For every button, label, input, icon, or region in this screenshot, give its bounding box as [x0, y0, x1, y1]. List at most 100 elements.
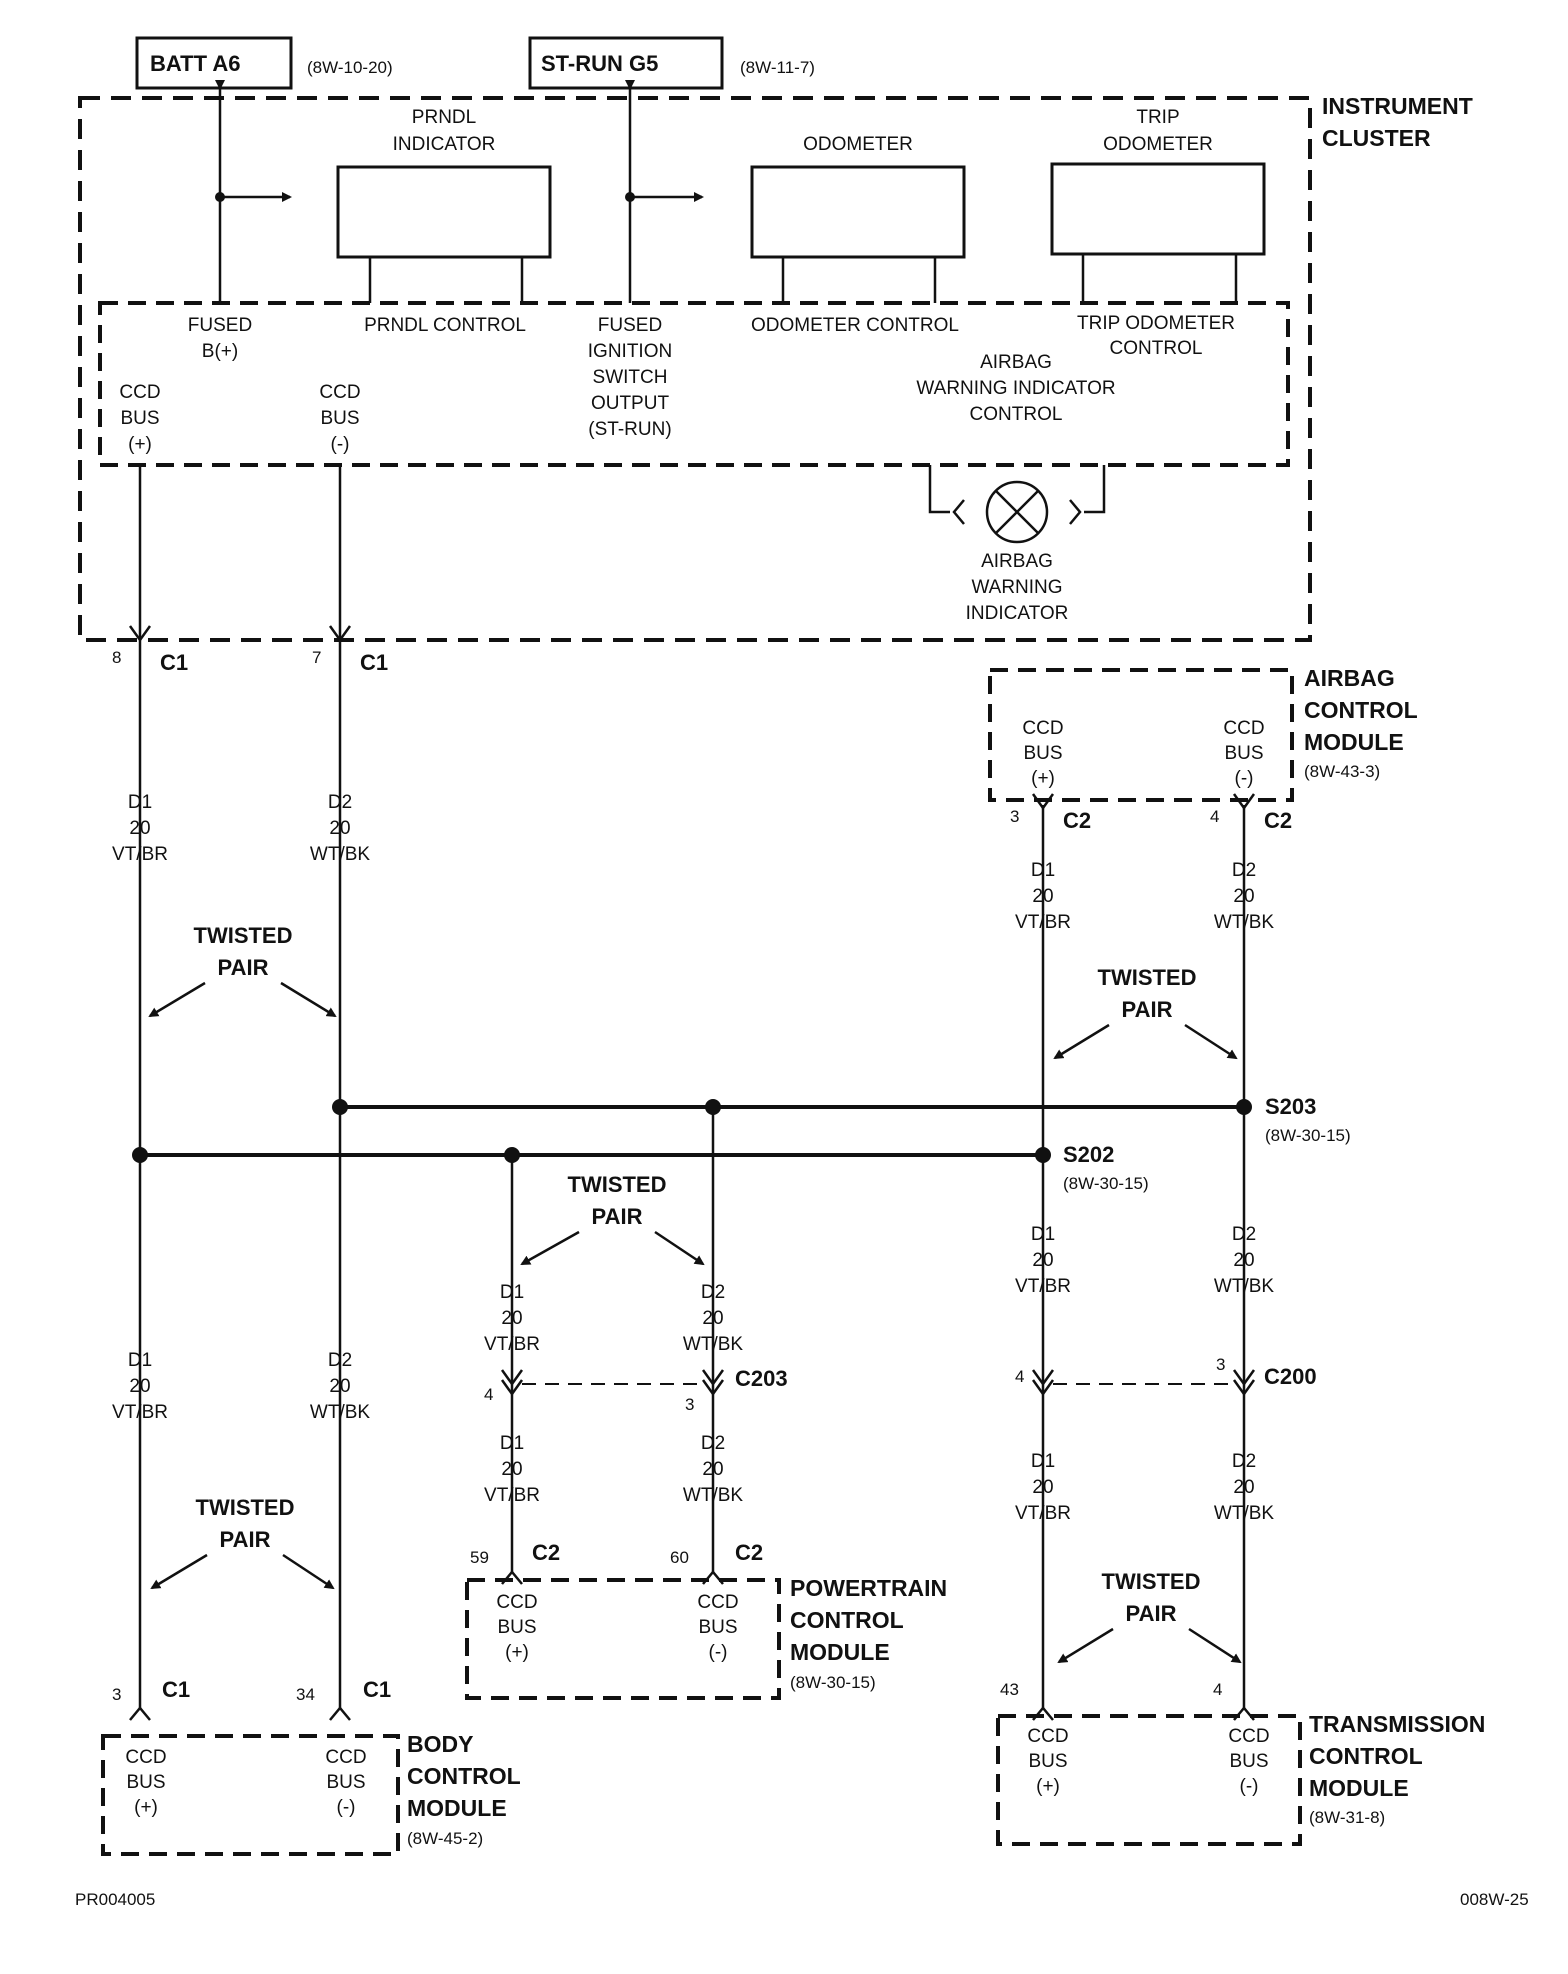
wire-code-label: D1 [1031, 860, 1055, 881]
powertrain-control-module: CCD BUS (+) CCD BUS (-) POWERTRAIN CONTR… [465, 1575, 947, 1700]
twisted-pair-label: TWISTED [1102, 1569, 1201, 1594]
bcm-title-2: CONTROL [407, 1763, 521, 1789]
pcm-ccd-pos-3: (+) [505, 1642, 529, 1663]
wire-code-label: WT/BK [1214, 1503, 1274, 1524]
tcm-title-3: MODULE [1309, 1775, 1409, 1801]
pcm-title-3: MODULE [790, 1639, 890, 1665]
wire-code-label: D2 [328, 1350, 352, 1371]
tcm-ref: (8W-31-8) [1309, 1808, 1385, 1827]
pcm-ccd-neg-3: (-) [709, 1642, 728, 1663]
batt-source: BATT A6 (8W-10-20) [135, 36, 393, 90]
acm-c2-right-name: C2 [1264, 808, 1292, 833]
prndl-indicator-box [336, 165, 552, 259]
s203-label: S203 [1265, 1094, 1316, 1119]
trip-label-1: TRIP [1136, 107, 1179, 128]
acm-c2-left-pin: 3 [1010, 807, 1019, 826]
bcm-title-3: MODULE [407, 1795, 507, 1821]
wire-code-label: VT/BR [484, 1334, 540, 1355]
acm-title-3: MODULE [1304, 729, 1404, 755]
footer-right-code: 008W-25 [1460, 1890, 1529, 1909]
fused-ign-4: OUTPUT [591, 393, 670, 414]
airbag-ind-3: INDICATOR [966, 603, 1069, 624]
bcm-title-1: BODY [407, 1731, 473, 1757]
wire-code-label: 20 [1032, 886, 1053, 907]
pin-connector-icon [329, 1706, 351, 1721]
batt-ref: (8W-10-20) [307, 58, 393, 77]
s202-ref: (8W-30-15) [1063, 1174, 1149, 1193]
strun-source: ST-RUN G5 (8W-11-7) [528, 36, 815, 90]
fused-ign-1: FUSED [598, 315, 662, 336]
wire-code-label: D1 [1031, 1451, 1055, 1472]
twisted-pair-label: TWISTED [568, 1172, 667, 1197]
transmission-control-module: CCD BUS (+) CCD BUS (-) TRANSMISSION CON… [996, 1711, 1485, 1846]
odometer-box [750, 165, 966, 259]
wire-code-label: D1 [500, 1433, 524, 1454]
strun-branch-dot [625, 192, 635, 202]
wire-code-label: 20 [129, 818, 150, 839]
wire-code-label: VT/BR [112, 844, 168, 865]
pcm-c2-right-pin: 60 [670, 1548, 689, 1567]
acm-ccd-neg-1: CCD [1223, 718, 1264, 739]
pcm-ccd-pos-1: CCD [496, 1592, 537, 1613]
twisted-pair-label: PAIR [592, 1204, 643, 1229]
wire-code-label: WT/BK [310, 1402, 370, 1423]
acm-c2-left-name: C2 [1063, 808, 1091, 833]
s203-splice-dot [1236, 1099, 1252, 1115]
wire-code-label: 20 [1032, 1477, 1053, 1498]
odometer-label: ODOMETER [803, 134, 913, 155]
wire-code-label: 20 [1233, 1250, 1254, 1271]
acm-ref: (8W-43-3) [1304, 762, 1380, 781]
instrument-cluster-title-2: CLUSTER [1322, 125, 1431, 151]
wire-code-label: D2 [328, 792, 352, 813]
fused-ign-3: SWITCH [593, 367, 668, 388]
bcm-c1-left-name: C1 [162, 1677, 190, 1702]
pcm-outline [465, 1578, 781, 1700]
trip-odometer-box [1050, 162, 1266, 256]
twisted-pair-label: PAIR [218, 955, 269, 980]
c1-left-name: C1 [160, 650, 188, 675]
bcm-c1-right-pin: 34 [296, 1685, 315, 1704]
twisted-pair-arrow-icon [1184, 1023, 1238, 1060]
wire-code-label: 20 [329, 818, 350, 839]
c203-name: C203 [735, 1366, 788, 1391]
c1-right-pin: 7 [312, 648, 321, 667]
bcm-ccd-neg-2: BUS [326, 1772, 365, 1793]
acm-title-2: CONTROL [1304, 697, 1418, 723]
tcm-title-1: TRANSMISSION [1309, 1711, 1485, 1737]
prndl-label-2: INDICATOR [393, 134, 496, 155]
wire-code-label: D2 [1232, 1451, 1256, 1472]
wire-code-label: VT/BR [1015, 912, 1071, 933]
fused-b-1: FUSED [188, 315, 252, 336]
s203-ref: (8W-30-15) [1265, 1126, 1351, 1145]
pcm-c2-left-name: C2 [532, 1540, 560, 1565]
tcm-right-pin: 4 [1213, 1680, 1222, 1699]
twisted-pair-label: TWISTED [1098, 965, 1197, 990]
acm-ccd-neg-2: BUS [1224, 743, 1263, 764]
pcm-title-2: CONTROL [790, 1607, 904, 1633]
pin-connector-icon [129, 1706, 151, 1721]
tcm-ccd-pos-3: (+) [1036, 1776, 1060, 1797]
wire-code-label: 20 [129, 1376, 150, 1397]
bcm-ccd-pos-3: (+) [134, 1797, 158, 1818]
connector-symbol-icon [128, 625, 152, 643]
wire-code-label: D1 [1031, 1224, 1055, 1245]
wire-code-label: WT/BK [1214, 1276, 1274, 1297]
wire-code-label: WT/BK [683, 1334, 743, 1355]
pcm-title-1: POWERTRAIN [790, 1575, 947, 1601]
tcm-title-2: CONTROL [1309, 1743, 1423, 1769]
wire-code-label: D2 [1232, 1224, 1256, 1245]
pcm-ccd-neg-1: CCD [697, 1592, 738, 1613]
airbag-control-module: CCD BUS (+) CCD BUS (-) AIRBAG CONTROL M… [988, 665, 1418, 802]
wire-code-label: VT/BR [1015, 1503, 1071, 1524]
c203-left-pin: 4 [484, 1385, 493, 1404]
inline-connector-icon [1031, 1369, 1055, 1397]
batt-label: BATT A6 [150, 51, 240, 76]
airbag-ind-1: AIRBAG [981, 551, 1053, 572]
prndl-label-1: PRNDL [412, 107, 476, 128]
wire-code-label: D2 [701, 1282, 725, 1303]
pcm-ccd-neg-2: BUS [698, 1617, 737, 1638]
ic-ccd-pos-2: BUS [120, 408, 159, 429]
fused-ign-2: IGNITION [588, 341, 672, 362]
wire-code-label: 20 [501, 1459, 522, 1480]
c200-right-pin: 3 [1216, 1355, 1225, 1374]
